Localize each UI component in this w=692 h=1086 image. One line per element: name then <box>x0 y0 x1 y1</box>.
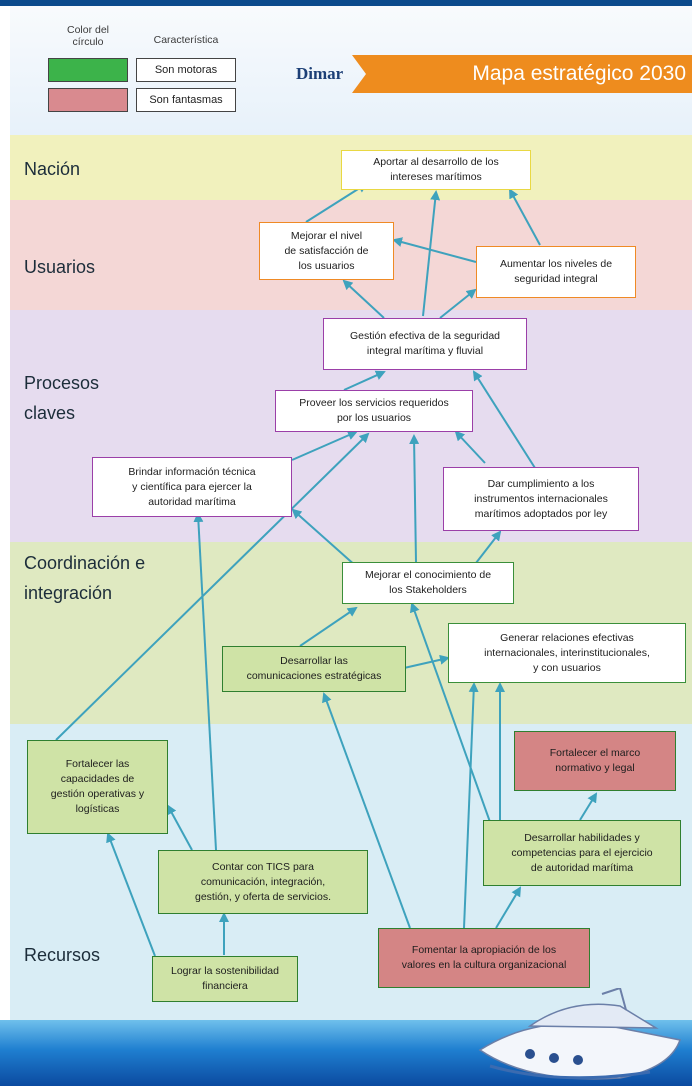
link-n14-n12 <box>167 804 193 851</box>
link-n3-n1 <box>509 188 541 246</box>
link-n15-n13 <box>495 886 522 929</box>
link-n13-n11 <box>579 792 598 821</box>
header-top-bar <box>0 0 692 6</box>
link-n8-n6 <box>291 508 358 568</box>
node-gestion-seguridad-maritima: Gestión efectiva de la seguridad integra… <box>323 318 527 370</box>
node-desarrollar-comunicaciones: Desarrollar las comunicaciones estratégi… <box>222 646 406 692</box>
node-mejorar-conocimiento-stakeholders: Mejorar el conocimiento de los Stakehold… <box>342 562 514 604</box>
legend-header-feature: Característica <box>153 34 219 46</box>
node-aportar-intereses-maritimos: Aportar al desarrollo de los intereses m… <box>341 150 531 190</box>
node-aumentar-seguridad-integral: Aumentar los niveles de seguridad integr… <box>476 246 636 298</box>
link-n10-n8 <box>299 606 358 647</box>
legend-label-motoras: Son motoras <box>136 58 236 82</box>
link-n8-n5 <box>409 434 420 563</box>
band-label-usuarios: Usuarios <box>24 257 96 277</box>
node-generar-relaciones-efectivas: Generar relaciones efectivas internacion… <box>448 623 686 683</box>
link-n7-n5 <box>454 430 486 464</box>
node-proveer-servicios: Proveer los servicios requeridos por los… <box>275 390 473 432</box>
legend-swatch-fantasmas <box>48 88 128 112</box>
legend-swatch-motoras <box>48 58 128 82</box>
link-n15-n10 <box>322 692 411 929</box>
node-fomentar-apropiacion-valores: Fomentar la apropiación de los valores e… <box>378 928 590 988</box>
link-n13-n8 <box>409 602 491 823</box>
node-mejorar-satisfaccion-usuarios: Mejorar el nivel de satisfacción de los … <box>259 222 394 280</box>
link-n12-n5 <box>55 432 370 741</box>
link-n15-n9 <box>463 682 479 929</box>
boat-illustration <box>478 988 681 1080</box>
node-desarrollar-habilidades: Desarrollar habilidades y competencias p… <box>483 820 681 886</box>
band-label-recursos: Recursos <box>24 945 101 965</box>
band-label-procesos: Procesos claves <box>24 373 100 423</box>
link-n4-n2 <box>342 279 385 319</box>
link-n10-n9 <box>403 654 450 669</box>
link-n5-n4 <box>343 370 386 391</box>
node-brindar-informacion-tecnica: Brindar información técnica y científica… <box>92 457 292 517</box>
link-n16-n12 <box>106 832 156 957</box>
band-label-nacion: Nación <box>24 159 81 179</box>
title-banner <box>352 55 692 93</box>
link-n14-n6 <box>193 512 217 851</box>
link-n3-n2 <box>392 237 477 263</box>
band-label-coordinacion: Coordinación e integración <box>24 553 146 603</box>
map-title: Mapa estratégico 2030 <box>472 62 686 85</box>
node-contar-con-tics: Contar con TICS para comunicación, integ… <box>158 850 368 914</box>
dimar-logo: Dimar <box>296 64 344 83</box>
node-fortalecer-marco-normativo: Fortalecer el marco normativo y legal <box>514 731 676 791</box>
link-n4-n3 <box>439 288 477 319</box>
legend-label-fantasmas: Son fantasmas <box>136 88 236 112</box>
link-n8-n7 <box>475 530 502 564</box>
node-lograr-sostenibilidad: Lograr la sostenibilidad financiera <box>152 956 298 1002</box>
link-n2-n1 <box>305 182 368 223</box>
legend-header-color: Color del círculo <box>66 24 110 48</box>
link-n4-n1 <box>422 190 441 317</box>
link-n7-n4 <box>472 370 536 469</box>
link-n6-n5 <box>291 430 358 461</box>
node-cumplimiento-instrumentos: Dar cumplimiento a los instrumentos inte… <box>443 467 639 531</box>
node-fortalecer-capacidades-gestion: Fortalecer las capacidades de gestión op… <box>27 740 168 834</box>
